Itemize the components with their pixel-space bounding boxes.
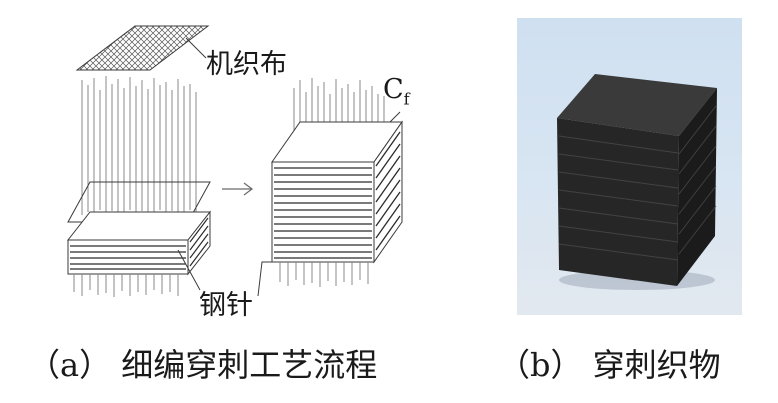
needles-left-bottom — [73, 274, 179, 297]
carbon-fiber-main: C — [383, 74, 404, 105]
right-arrow-icon — [222, 182, 253, 196]
left-preform — [66, 210, 212, 276]
woven-cloth-sheet — [75, 25, 210, 71]
carbon-fiber-label: Cf — [383, 74, 410, 108]
caption-b: （b） 穿刺织物 — [498, 346, 721, 384]
needles-left-top — [81, 76, 197, 215]
steel-needle-label: 钢针 — [199, 290, 253, 321]
caption-a: （a） 细编穿刺工艺流程 — [28, 346, 378, 384]
carbon-fiber-subscript: f — [403, 89, 410, 109]
right-preform-layers — [274, 131, 401, 259]
steel-needle-leader-left — [177, 249, 201, 291]
woven-cloth-leader — [185, 37, 207, 59]
right-preform — [271, 120, 403, 264]
fabric-block-image — [557, 74, 717, 290]
steel-needle-leader-right — [257, 261, 272, 297]
needles-right-bottom — [279, 262, 369, 287]
punched-fabric-photo — [517, 18, 742, 315]
woven-cloth-label: 机织布 — [206, 49, 287, 80]
left-preform-layers — [70, 217, 209, 270]
